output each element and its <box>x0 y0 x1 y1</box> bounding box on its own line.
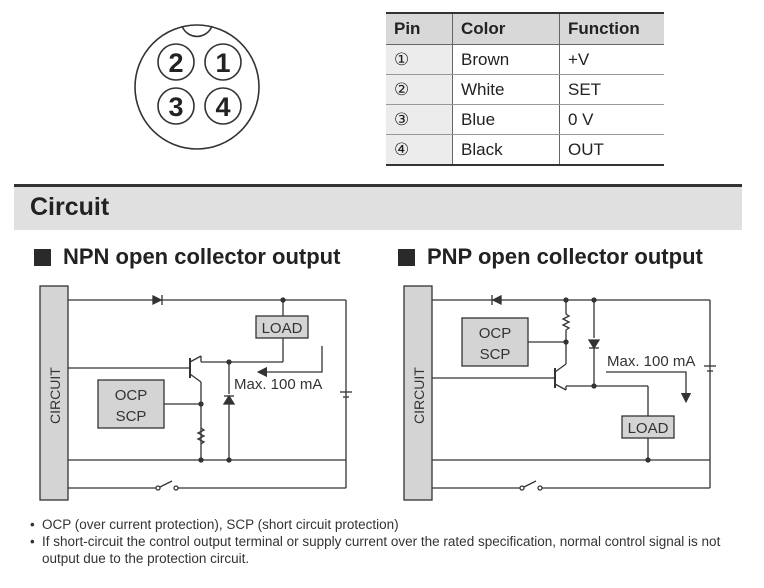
header-function: Function <box>559 12 664 45</box>
pnp-diode-icon <box>491 294 502 306</box>
bullet-icon: • <box>30 534 35 549</box>
npn-ocp-label: OCP <box>115 387 148 404</box>
pnp-switch-icon <box>519 485 525 491</box>
npn-circuit <box>39 285 352 501</box>
header-color: Color <box>452 12 560 45</box>
pnp-current-label: Max. 100 mA <box>607 353 695 370</box>
circuit-section-bar: Circuit <box>14 184 742 230</box>
cell-function: 0 V <box>559 104 664 135</box>
npn-subtitle: NPN open collector output <box>34 244 340 270</box>
cell-color: Brown <box>452 44 560 75</box>
square-bullet-icon <box>398 248 415 266</box>
pnp-title: PNP open collector output <box>427 244 703 269</box>
cell-function: SET <box>559 74 664 105</box>
cell-color: Black <box>452 134 560 166</box>
pnp-ocp-scp-box <box>461 317 529 367</box>
npn-zener-icon <box>222 394 236 405</box>
pnp-ocp-label: OCP <box>479 325 512 342</box>
npn-diode-icon <box>152 294 163 306</box>
npn-current-label: Max. 100 mA <box>234 376 322 393</box>
header-pin: Pin <box>386 12 453 45</box>
table-row: ① Brown +V <box>386 44 664 75</box>
list-item: • If short-circuit the control output te… <box>30 533 750 567</box>
pin-2-label: 2 <box>168 48 183 78</box>
bullet-icon: • <box>30 517 35 532</box>
pin-table: Pin Color Function ① Brown +V ② White SE… <box>386 12 664 166</box>
connector-diagram: 2 1 3 4 <box>134 24 260 150</box>
pnp-circuit-label: CIRCUIT <box>411 367 427 424</box>
table-row: ③ Blue 0 V <box>386 104 664 135</box>
note-text: If short-circuit the control output term… <box>42 534 721 566</box>
pnp-circuit <box>403 285 716 501</box>
npn-load-label: LOAD <box>262 320 303 337</box>
pin-table-header: Pin Color Function <box>386 12 664 45</box>
cell-color: Blue <box>452 104 560 135</box>
npn-load-box <box>255 315 309 339</box>
cell-pin: ① <box>386 44 453 75</box>
npn-title: NPN open collector output <box>63 244 341 269</box>
pnp-current-arrow-icon <box>606 371 692 404</box>
npn-circuit-label: CIRCUIT <box>47 367 63 424</box>
pnp-load-box <box>621 415 675 439</box>
table-row: ② White SET <box>386 74 664 105</box>
pnp-circuit-block <box>403 285 433 501</box>
pnp-zener-icon <box>587 339 601 350</box>
pin-4-label: 4 <box>215 92 230 122</box>
pin-2-circle <box>157 43 195 81</box>
connector-key-notch <box>181 25 213 38</box>
section-title: Circuit <box>30 193 110 221</box>
footnotes: • OCP (over current protection), SCP (sh… <box>30 516 750 567</box>
npn-current-arrow-icon <box>256 346 323 378</box>
cell-function: +V <box>559 44 664 75</box>
pnp-scp-label: SCP <box>480 346 511 363</box>
square-bullet-icon <box>34 248 51 266</box>
pnp-load-label: LOAD <box>628 420 669 437</box>
npn-circuit-block <box>39 285 69 501</box>
pin-4-circle <box>204 87 242 125</box>
list-item: • OCP (over current protection), SCP (sh… <box>30 516 750 533</box>
note-text: OCP (over current protection), SCP (shor… <box>42 517 399 532</box>
cell-color: White <box>452 74 560 105</box>
table-row: ④ Black OUT <box>386 134 664 166</box>
cell-pin: ④ <box>386 134 453 166</box>
pin-3-circle <box>157 87 195 125</box>
pin-3-label: 3 <box>168 92 183 122</box>
cell-pin: ③ <box>386 104 453 135</box>
connector-outline <box>134 24 260 150</box>
npn-switch-icon <box>155 485 161 491</box>
npn-ocp-scp-box <box>97 379 165 429</box>
cell-function: OUT <box>559 134 664 166</box>
npn-scp-label: SCP <box>116 408 147 425</box>
pin-1-label: 1 <box>215 48 230 78</box>
npn-resistor-icon <box>196 427 206 445</box>
pin-1-circle <box>204 43 242 81</box>
cell-pin: ② <box>386 74 453 105</box>
pnp-resistor-icon <box>561 313 571 331</box>
pnp-subtitle: PNP open collector output <box>398 244 703 270</box>
